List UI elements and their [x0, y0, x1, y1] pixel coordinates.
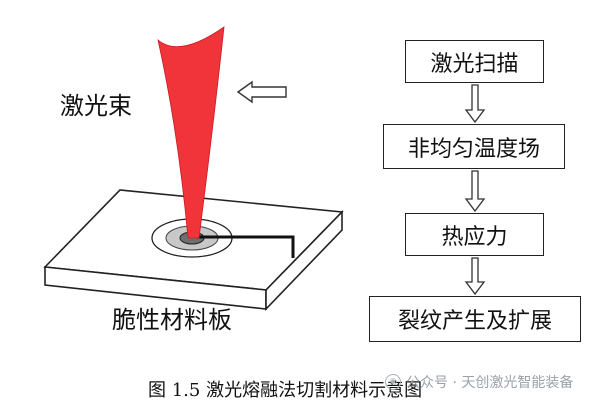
- flow-step-thermal-stress: 热应力: [405, 213, 544, 256]
- laser-beam: [157, 26, 225, 239]
- watermark-text: 公众号 · 天创激光智能装备: [406, 375, 574, 391]
- hollow-left-arrow-icon: [236, 80, 287, 104]
- watermark: ◉ 公众号 · 天创激光智能装备: [385, 372, 573, 392]
- hollow-down-arrow-icon: [464, 84, 486, 124]
- brittle-plate-label: 脆性材料板: [112, 306, 232, 334]
- figure-caption: 图 1.5 激光熔融法切割材料示意图: [148, 380, 423, 401]
- laser-beam-label: 激光束: [60, 92, 132, 120]
- wechat-circle-icon: ◉: [385, 374, 401, 390]
- flow-step-nonuniform-temperature: 非均匀温度场: [383, 124, 565, 169]
- plate-right-face: [265, 210, 343, 311]
- cut-kerf-line: [196, 235, 295, 258]
- flow-step-crack-propagation: 裂纹产生及扩展: [369, 296, 581, 342]
- flow-step-laser-scan: 激光扫描: [405, 40, 544, 83]
- hollow-down-arrow-icon: [464, 170, 486, 213]
- hollow-down-arrow-icon: [464, 257, 486, 296]
